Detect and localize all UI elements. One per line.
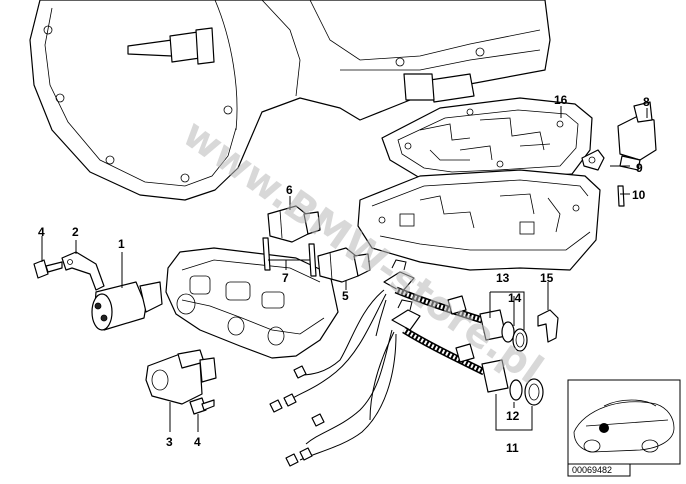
wiring-harness-upper <box>269 259 507 413</box>
callout-4a: 4 <box>38 225 45 239</box>
valve-body <box>357 169 601 271</box>
callout-4b: 4 <box>194 435 201 449</box>
bracket <box>61 251 105 291</box>
leader-lines <box>41 106 648 432</box>
callout-labels: 1 2 3 4 4 5 6 7 8 9 10 11 12 13 14 15 16 <box>38 93 650 455</box>
solenoid-valve <box>145 349 217 405</box>
o-rings-upper <box>501 321 528 352</box>
callout-12: 12 <box>506 409 520 423</box>
callout-5: 5 <box>342 289 349 303</box>
bolt-upper <box>33 259 63 279</box>
callout-8: 8 <box>643 95 650 109</box>
o-rings-lower <box>509 378 544 406</box>
callout-16: 16 <box>554 93 568 107</box>
pins <box>262 237 317 277</box>
callout-10: 10 <box>632 188 646 202</box>
callout-15: 15 <box>540 271 554 285</box>
callout-6: 6 <box>286 183 293 197</box>
solenoid-valve-5 <box>317 247 371 283</box>
callout-3: 3 <box>166 435 173 449</box>
wiring-harness-lower <box>285 299 509 467</box>
lower-valve-housing <box>165 247 339 359</box>
pressure-regulator-solenoid <box>91 281 163 331</box>
callout-7: 7 <box>282 271 289 285</box>
callout-13: 13 <box>496 271 510 285</box>
transmission-housing <box>29 0 551 201</box>
gasket-plate <box>381 97 593 183</box>
component-location-marker <box>599 423 609 433</box>
callout-9: 9 <box>636 161 643 175</box>
vehicle-locator-inset: 00069482 <box>567 379 681 477</box>
clip-9 <box>581 149 605 171</box>
solenoid-8 <box>617 101 657 171</box>
reference-number: 00069482 <box>572 465 612 475</box>
bolt-lower <box>189 397 215 415</box>
pin-10 <box>617 185 625 207</box>
callout-14: 14 <box>508 291 522 305</box>
solenoid-valve-6 <box>267 205 321 243</box>
callout-11: 11 <box>506 441 519 455</box>
callout-2: 2 <box>72 225 79 239</box>
callout-1: 1 <box>118 237 125 251</box>
clip-15 <box>537 309 559 343</box>
